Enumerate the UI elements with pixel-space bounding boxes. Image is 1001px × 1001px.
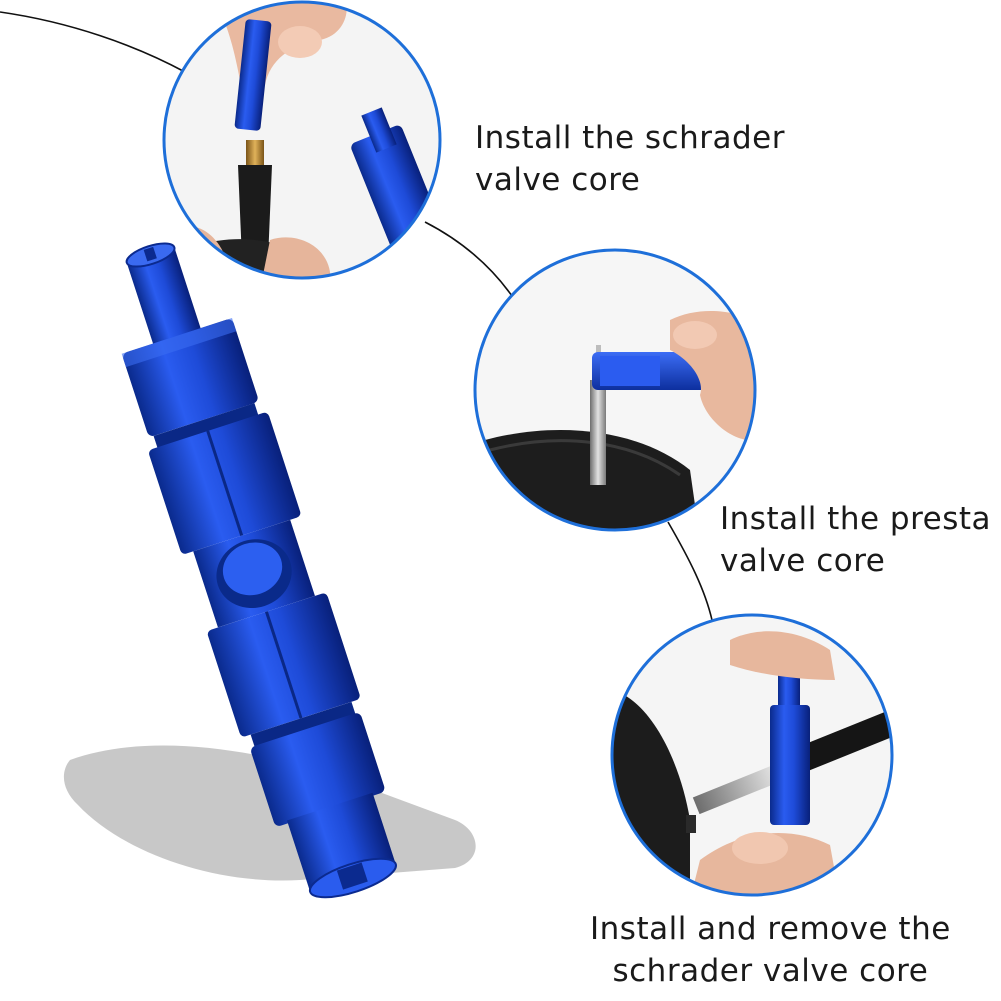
caption-presta-install: Install the presta valve core — [720, 498, 991, 582]
caption-schrader-install: Install the schrader valve core — [475, 117, 785, 201]
caption-line: valve core — [720, 543, 886, 579]
caption-line: Install the presta — [720, 501, 992, 537]
photo-circle-schrader-install — [162, 0, 442, 280]
valve-tool — [121, 242, 397, 899]
photo-circle-presta-install — [473, 248, 757, 532]
caption-line: Install the schrader — [475, 120, 785, 156]
caption-schrader-remove: Install and remove the schrader valve co… — [590, 908, 951, 992]
caption-line: schrader valve core — [612, 953, 929, 989]
photo-circle-schrader-remove — [610, 613, 894, 897]
caption-line: Install and remove the — [590, 911, 951, 947]
connector-lines — [0, 11, 713, 621]
caption-line: valve core — [475, 162, 641, 198]
